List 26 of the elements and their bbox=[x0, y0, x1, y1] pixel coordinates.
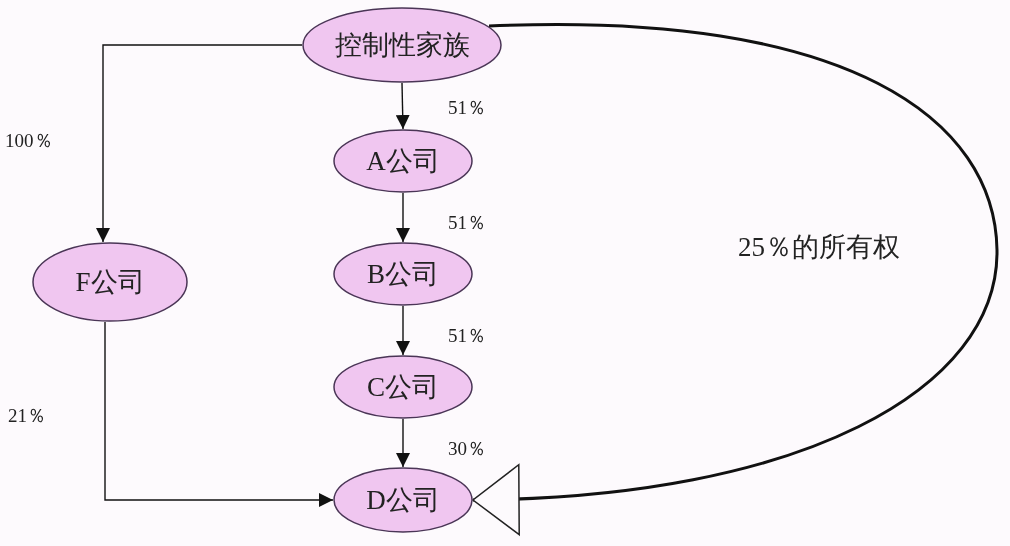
arrow bbox=[395, 82, 410, 130]
edge-label: 51％ bbox=[448, 324, 486, 348]
arrow bbox=[96, 44, 303, 243]
ellipse-node bbox=[333, 467, 473, 533]
edge-label: 51％ bbox=[448, 96, 486, 120]
ellipse-node bbox=[302, 7, 502, 83]
ellipse-node bbox=[333, 129, 473, 193]
edge-label: 21％ bbox=[8, 404, 46, 428]
ellipse-node bbox=[32, 242, 188, 322]
node-label: F公司 bbox=[75, 266, 145, 299]
edge-label: 100％ bbox=[5, 129, 53, 153]
node-label: A公司 bbox=[366, 145, 440, 178]
arrow bbox=[104, 321, 334, 507]
edge-label: 51％ bbox=[448, 211, 486, 235]
node-label: C公司 bbox=[367, 371, 439, 404]
edge-label: 25％的所有权 bbox=[738, 231, 900, 264]
arrow bbox=[472, 23, 999, 535]
node-label: B公司 bbox=[367, 258, 439, 291]
arrow bbox=[396, 418, 410, 468]
node-label: 控制性家族 bbox=[334, 29, 470, 62]
ellipse-node bbox=[333, 242, 473, 306]
node-label: D公司 bbox=[366, 484, 440, 517]
arrow bbox=[396, 192, 410, 243]
ellipse-node bbox=[333, 355, 473, 419]
arrow bbox=[396, 305, 410, 356]
edge-label: 30％ bbox=[448, 437, 486, 461]
